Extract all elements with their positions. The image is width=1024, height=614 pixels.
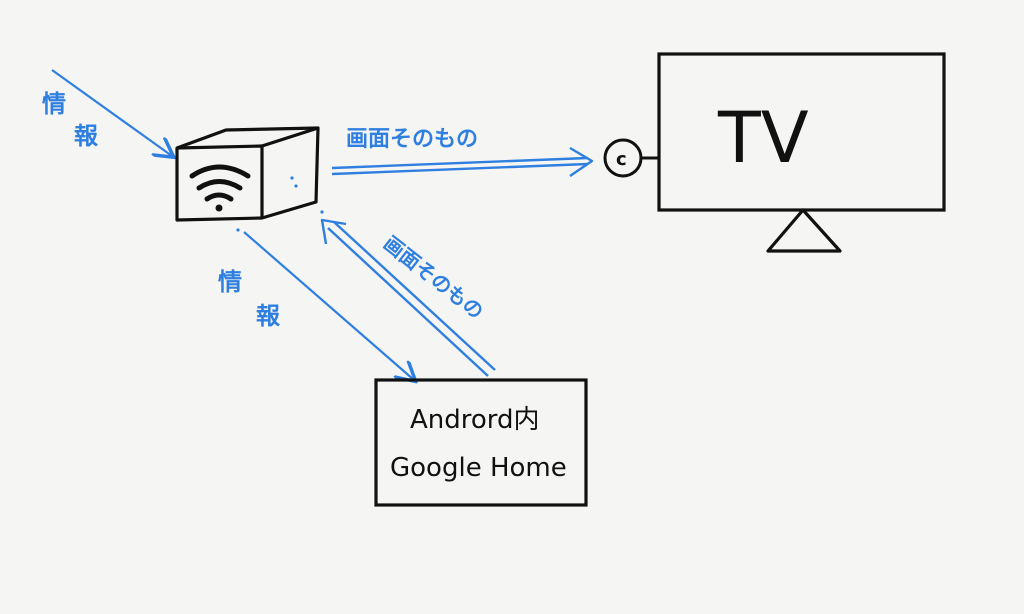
info-top-char2: 報 <box>74 122 99 150</box>
info-arrow-bottom <box>243 231 414 380</box>
screen-arrow-to-tv <box>331 146 594 177</box>
screen-arrow-from-phone <box>320 218 496 377</box>
hdmi-connector <box>603 138 658 178</box>
tv-label: TV <box>717 97 809 179</box>
info-bottom-char1: 情 <box>218 268 242 296</box>
phone-label-line2: Google Home <box>390 453 567 483</box>
phone-label-line1: Andrord内 <box>410 405 540 435</box>
info-top-char1: 情 <box>42 90 66 118</box>
cast-device <box>175 126 320 222</box>
info-arrow-top <box>51 69 172 156</box>
info-bottom-char2: 報 <box>256 302 281 330</box>
hdmi-label: c <box>616 149 627 170</box>
screen-to-tv-label: 画面そのもの <box>346 127 478 152</box>
wifi-icon <box>189 164 251 212</box>
signal-dots <box>236 176 324 232</box>
phone-app-box <box>374 378 588 507</box>
tv-screen <box>657 52 946 253</box>
